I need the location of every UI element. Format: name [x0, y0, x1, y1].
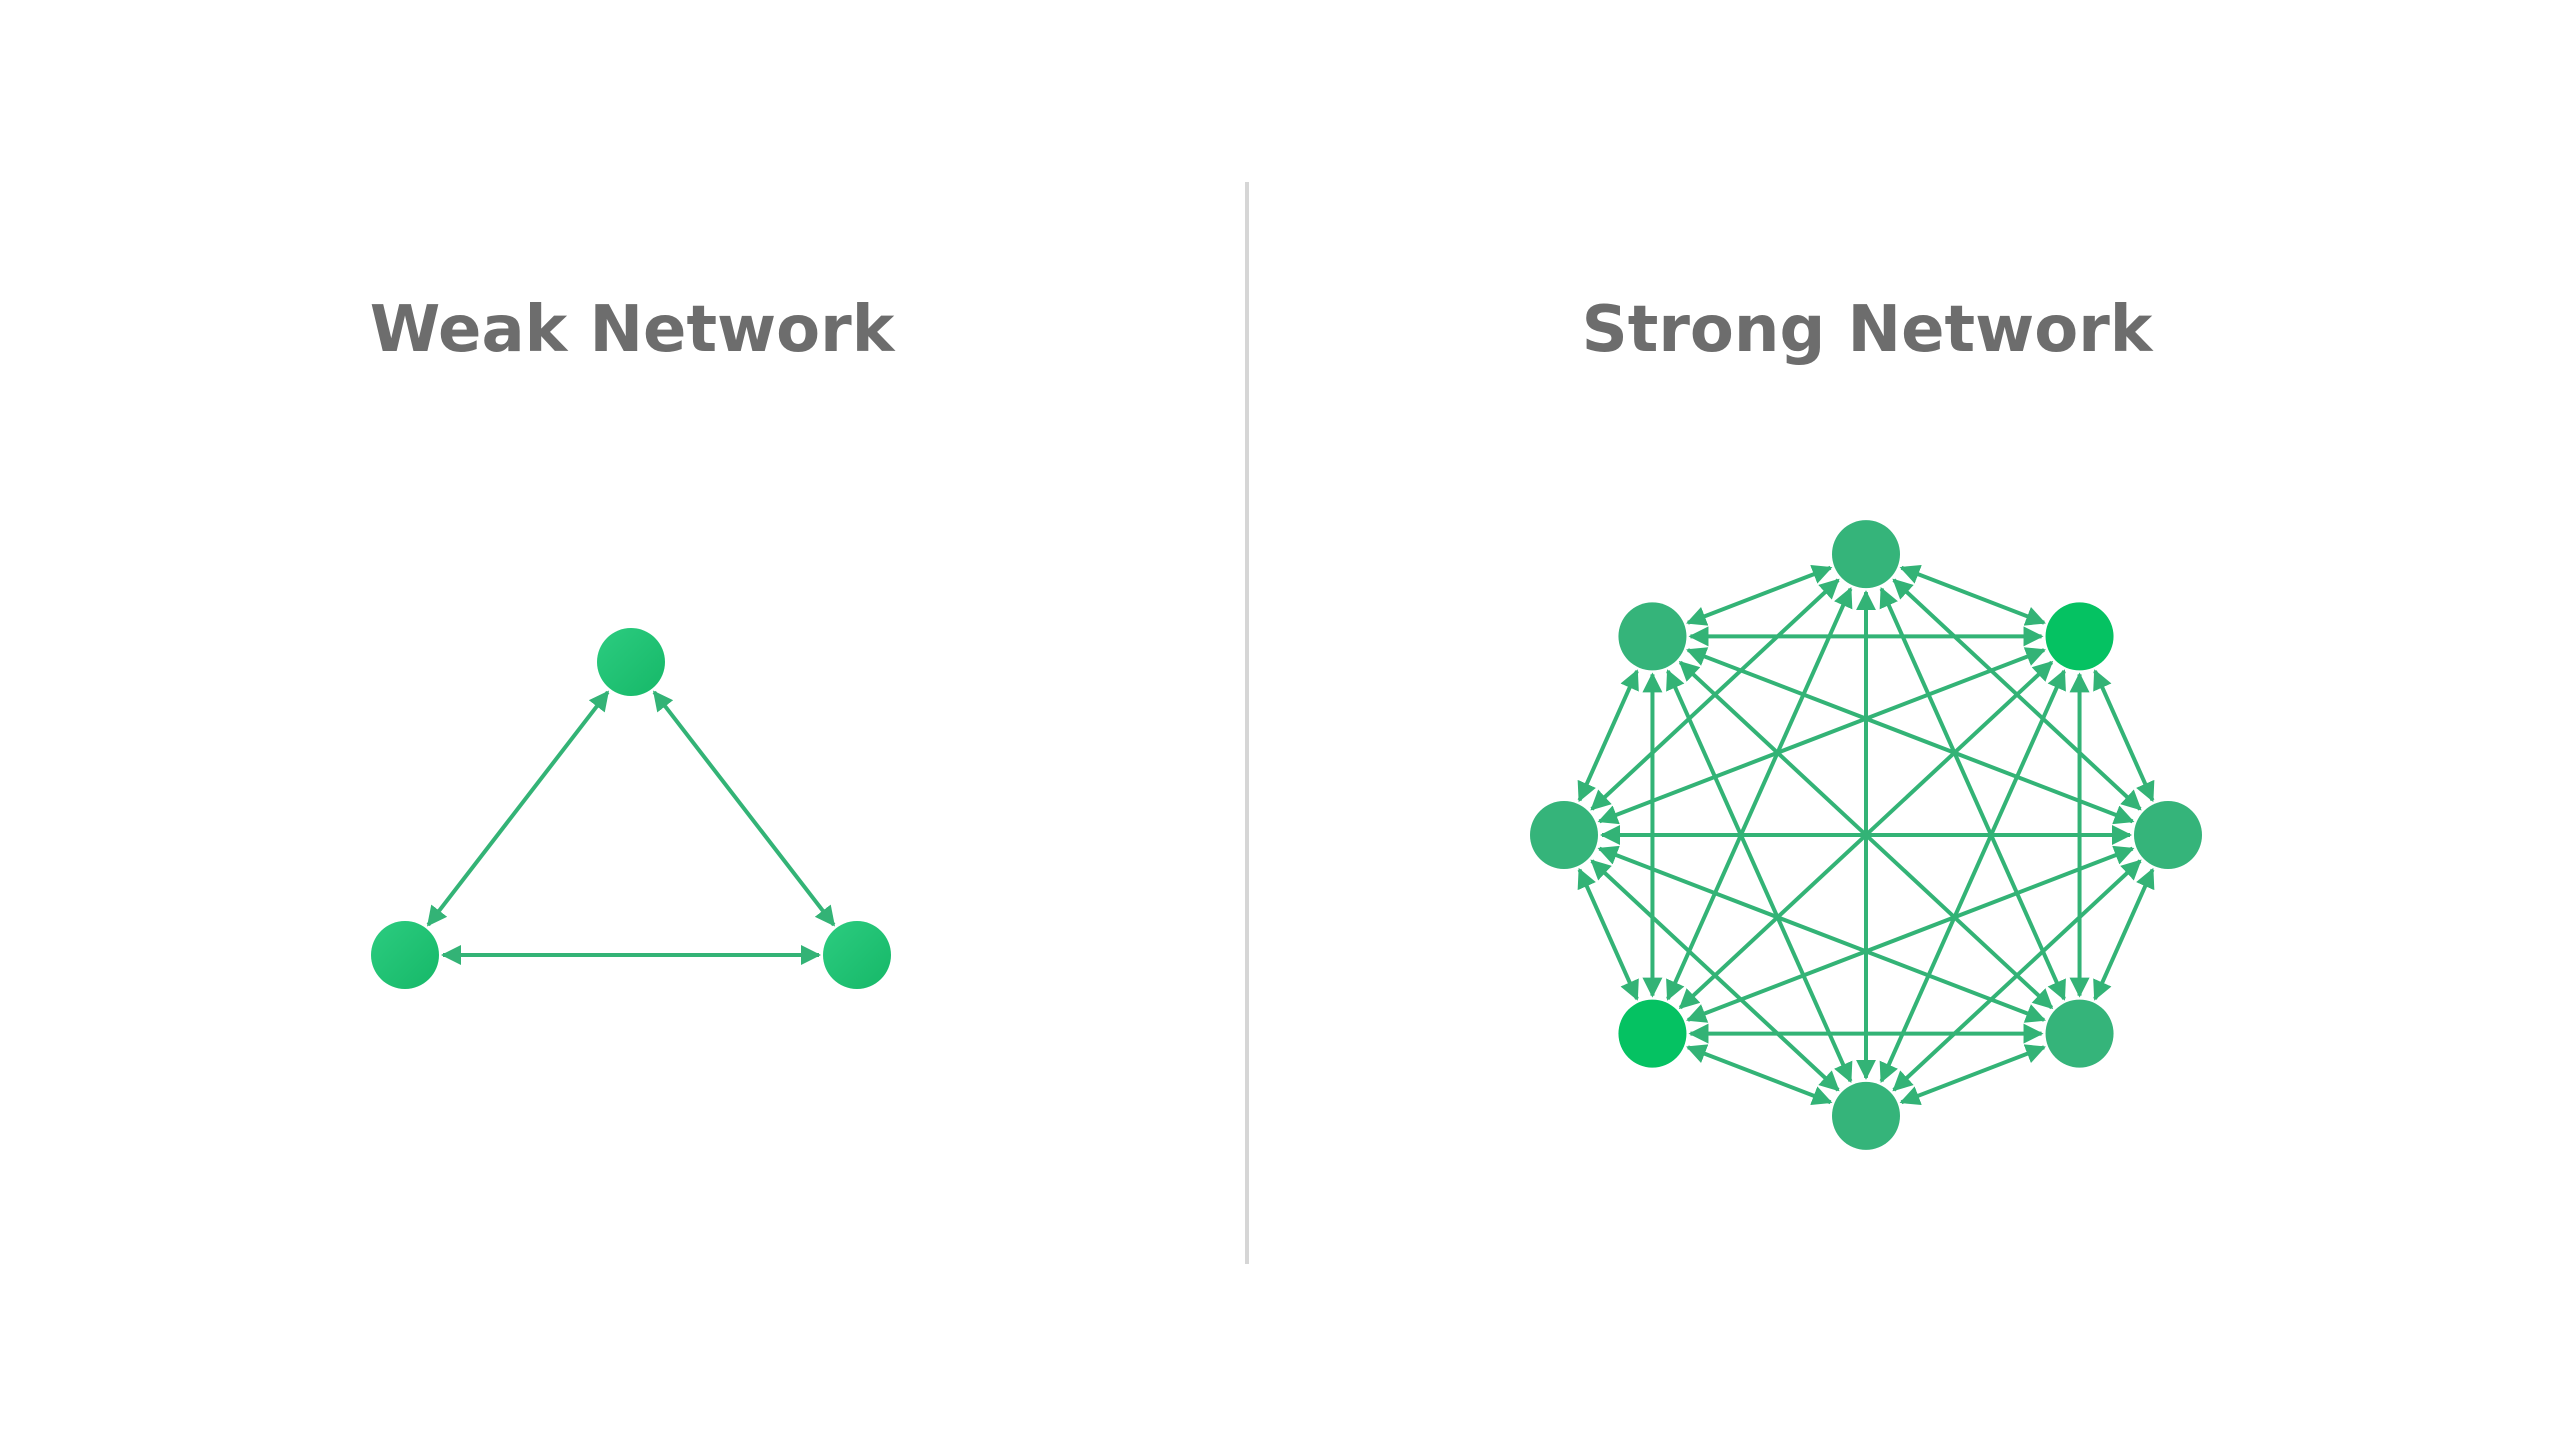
weak-edge — [652, 690, 836, 927]
strong-edge — [1577, 669, 1639, 803]
strong-edge — [1686, 564, 1833, 626]
weak-network-graph — [371, 628, 891, 989]
strong-node — [1530, 801, 1598, 869]
strong-node — [1832, 1081, 1900, 1150]
strong-node — [1618, 602, 1687, 671]
strong-edge — [1899, 1044, 2046, 1106]
weak-node — [597, 628, 665, 696]
strong-edge — [1686, 1044, 1833, 1106]
weak-network-title: Weak Network — [369, 293, 895, 367]
strong-node — [2045, 999, 2114, 1068]
weak-node — [823, 921, 891, 989]
strong-edge — [1666, 669, 1853, 1083]
strong-node — [1832, 520, 1900, 589]
strong-edge — [1577, 867, 1639, 1001]
strong-edge — [2093, 867, 2155, 1001]
strong-node — [1618, 999, 1687, 1068]
strong-edge — [2093, 669, 2155, 803]
weak-node — [371, 921, 439, 989]
strong-edge — [1899, 564, 2046, 626]
strong-node — [2045, 602, 2114, 671]
weak-edge — [426, 690, 610, 927]
panel-divider — [1245, 182, 1249, 1264]
strong-network-graph — [1530, 520, 2202, 1150]
strong-node — [2134, 801, 2202, 869]
strong-network-title: Strong Network — [1581, 293, 2153, 367]
